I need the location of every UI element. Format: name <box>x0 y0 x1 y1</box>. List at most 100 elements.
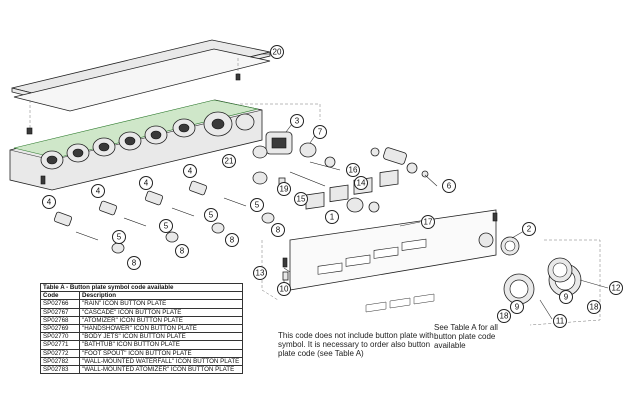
svg-text:9: 9 <box>515 303 520 312</box>
callout-5c: 5 <box>204 208 218 222</box>
svg-text:8: 8 <box>276 226 281 235</box>
callout-2: 2 <box>522 222 536 236</box>
svg-text:16: 16 <box>349 166 358 175</box>
callout-4c: 4 <box>139 176 153 190</box>
cell-description: "HANDSHOWER" ICON BUTTON PLATE <box>79 324 243 334</box>
svg-text:19: 19 <box>280 185 289 194</box>
svg-text:13: 13 <box>256 269 265 278</box>
callout-16: 16 <box>346 163 360 177</box>
cover-plate <box>11 39 271 135</box>
control-handles <box>503 257 582 305</box>
svg-text:4: 4 <box>188 167 193 176</box>
cell-code: SP02770 <box>40 332 80 342</box>
callout-10: 10 <box>277 282 291 296</box>
svg-text:2: 2 <box>527 225 532 234</box>
svg-text:18: 18 <box>500 312 509 321</box>
cell-description: "RAIN" ICON BUTTON PLATE <box>79 299 243 309</box>
diverter-cartridges <box>53 180 275 254</box>
callout-3: 3 <box>290 114 304 128</box>
svg-text:17: 17 <box>424 218 433 227</box>
svg-text:10: 10 <box>280 285 289 294</box>
callout-18a: 18 <box>497 309 511 323</box>
callout-8c: 8 <box>225 233 239 247</box>
callout-11: 11 <box>553 314 567 328</box>
table-row: SP02782"WALL-MOUNTED WATERFALL" ICON BUT… <box>40 356 243 367</box>
svg-text:3: 3 <box>295 117 300 126</box>
cell-description: "FOOT SPOUT" ICON BUTTON PLATE <box>79 348 243 358</box>
note-code-excludes-plate: This code does not include button plate … <box>278 331 434 358</box>
svg-text:21: 21 <box>225 157 234 166</box>
valve-body-housing <box>9 99 263 191</box>
svg-text:5: 5 <box>209 211 214 220</box>
svg-text:8: 8 <box>180 247 185 256</box>
callout-4d: 4 <box>183 164 197 178</box>
ring-nut <box>492 212 520 256</box>
table-row: SP02783"WALL-MOUNTED ATOMIZER" ICON BUTT… <box>40 365 243 375</box>
svg-text:5: 5 <box>255 201 260 210</box>
valve-ports <box>40 111 255 170</box>
callout-13: 13 <box>253 266 267 280</box>
callout-1: 1 <box>325 210 339 224</box>
callout-15: 15 <box>294 192 308 206</box>
svg-text:5: 5 <box>164 222 169 231</box>
callout-4b: 4 <box>91 184 105 198</box>
svg-text:18: 18 <box>590 303 599 312</box>
connector-fittings <box>370 147 429 178</box>
svg-text:1: 1 <box>330 213 335 222</box>
svg-text:15: 15 <box>297 195 306 204</box>
table-row: SP02772"FOOT SPOUT" ICON BUTTON PLATE <box>40 348 243 358</box>
svg-text:20: 20 <box>273 48 282 57</box>
cell-description: "BODY JETS" ICON BUTTON PLATE <box>79 332 243 342</box>
table-row: SP02769"HANDSHOWER" ICON BUTTON PLATE <box>40 324 243 334</box>
table-row: SP02770"BODY JETS" ICON BUTTON PLATE <box>40 332 243 342</box>
cell-code: SP02767 <box>40 307 80 317</box>
svg-text:9: 9 <box>564 293 569 302</box>
svg-text:5: 5 <box>117 233 122 242</box>
callout-8d: 8 <box>271 223 285 237</box>
callout-5d: 5 <box>250 198 264 212</box>
callout-7: 7 <box>313 125 327 139</box>
front-faceplate <box>289 169 497 313</box>
thermostatic-cartridge-assembly <box>252 131 341 193</box>
leader-lines <box>262 53 609 320</box>
svg-text:4: 4 <box>96 187 101 196</box>
cell-code: SP02766 <box>40 299 80 309</box>
callout-18b: 18 <box>587 300 601 314</box>
cell-description: "WALL-MOUNTED ATOMIZER" ICON BUTTON PLAT… <box>79 365 243 375</box>
callout-14: 14 <box>354 176 368 190</box>
svg-text:11: 11 <box>556 317 565 326</box>
callout-9b: 9 <box>559 290 573 304</box>
svg-text:6: 6 <box>447 182 452 191</box>
flange-ring <box>346 197 380 213</box>
cell-description: "ATOMIZER" ICON BUTTON PLATE <box>79 315 243 326</box>
note-see-table-a: See Table A for all button plate code av… <box>434 323 498 350</box>
cell-code: SP02769 <box>40 324 80 334</box>
button-plate-code-table: Table A - Button plate symbol code avail… <box>40 282 243 375</box>
table-row: SP02767"CASCADE" ICON BUTTON PLATE <box>40 307 243 317</box>
table-header-code: Code <box>40 291 80 301</box>
callout-4a: 4 <box>42 195 56 209</box>
loose-button-plates <box>365 293 435 313</box>
cell-description: "WALL-MOUNTED WATERFALL" ICON BUTTON PLA… <box>79 356 243 367</box>
svg-text:4: 4 <box>47 198 52 207</box>
callout-17: 17 <box>421 215 435 229</box>
svg-text:12: 12 <box>612 284 621 293</box>
callout-21: 21 <box>222 154 236 168</box>
callout-6: 6 <box>442 179 456 193</box>
table-row: SP02766"RAIN" ICON BUTTON PLATE <box>40 299 243 309</box>
svg-text:14: 14 <box>357 179 366 188</box>
callout-20: 20 <box>270 45 284 59</box>
svg-text:8: 8 <box>132 259 137 268</box>
side-screws <box>282 257 289 281</box>
cell-code: SP02771 <box>40 340 80 350</box>
callout-9a: 9 <box>510 300 524 314</box>
svg-text:4: 4 <box>144 179 149 188</box>
cell-description: "BATHTUB" ICON BUTTON PLATE <box>79 340 243 350</box>
callout-19: 19 <box>277 182 291 196</box>
callout-8a: 8 <box>127 256 141 270</box>
cell-code: SP02783 <box>40 365 80 375</box>
callout-5a: 5 <box>112 230 126 244</box>
table-title: Table A - Button plate symbol code avail… <box>40 282 243 293</box>
table-row: SP02768"ATOMIZER" ICON BUTTON PLATE <box>40 315 243 326</box>
